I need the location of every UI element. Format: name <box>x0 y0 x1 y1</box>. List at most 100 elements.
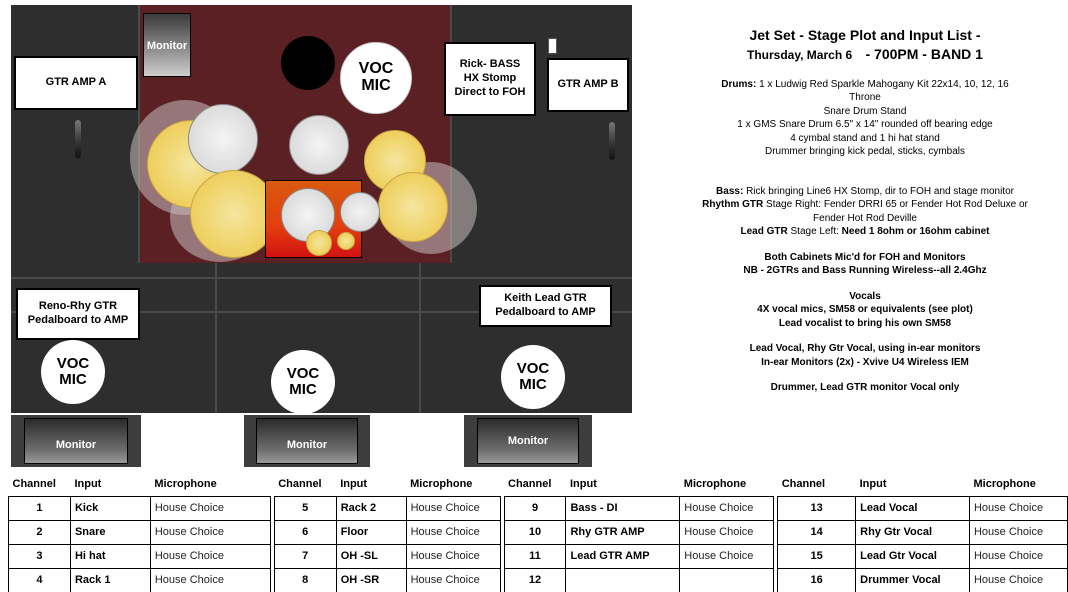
microphone-cell: House Choice <box>405 495 501 521</box>
input-list-table: Channel Input Microphone Channel Input M… <box>8 472 1068 592</box>
vocals-line: Lead vocalist to bring his own SM58 <box>778 317 952 329</box>
stage-grid-line <box>215 263 217 413</box>
header-microphone: Microphone <box>969 472 1068 497</box>
voc-mic-label: VOC MIC <box>358 60 394 94</box>
drums-detail: 1 x GMS Snare Drum 6.5" x 14" rounded of… <box>737 119 993 131</box>
mic-stand-icon <box>75 120 81 158</box>
monitor-label: Monitor <box>55 439 97 451</box>
microphone-cell <box>679 567 775 592</box>
channel-cell: 14 <box>777 519 857 545</box>
gtr-amp-a: GTR AMP A <box>14 56 138 110</box>
reno-pedalboard: Reno-Rhy GTR Pedalboard to AMP <box>16 288 140 340</box>
channel-cell: 10 <box>503 519 567 545</box>
keith-box-label: Keith Lead GTR Pedalboard to AMP <box>495 292 596 318</box>
bass-label: Bass: <box>716 185 744 197</box>
microphone-cell: House Choice <box>149 567 271 592</box>
lead-cabinet-note: Need 1 8ohm or 16ohm cabinet <box>841 226 990 238</box>
voc-mic-stage-right: VOC MIC <box>41 340 105 404</box>
rack-tom-icon <box>289 115 349 175</box>
input-cell: Rack 1 <box>69 567 151 592</box>
keith-pedalboard: Keith Lead GTR Pedalboard to AMP <box>479 285 612 327</box>
channel-cell: 12 <box>503 567 567 592</box>
drums-detail: Drummer bringing kick pedal, sticks, cym… <box>764 146 966 158</box>
info-panel: Jet Set - Stage Plot and Input List - Th… <box>690 26 1040 395</box>
splash-cymbal-icon <box>337 232 355 250</box>
input-cell: Lead Vocal <box>855 495 970 521</box>
iem-line: In-ear Monitors (2x) - Xvive U4 Wireless… <box>761 356 969 368</box>
voc-mic-drummer: VOC MIC <box>340 42 412 114</box>
monitor-label: Monitor <box>146 40 188 52</box>
microphone-cell: House Choice <box>679 495 775 521</box>
gtr-amp-a-label: GTR AMP A <box>45 76 107 89</box>
rack-tom-icon <box>188 104 258 174</box>
page-title: Jet Set - Stage Plot and Input List - <box>749 27 981 43</box>
drum-monitor: Monitor <box>143 13 191 77</box>
microphone-cell: House Choice <box>968 495 1068 521</box>
voc-mic-label: VOC MIC <box>56 355 90 388</box>
bass-box-label: Rick- BASS HX Stomp Direct to FOH <box>454 58 526 98</box>
table-header-row: Channel Input Microphone Channel Input M… <box>8 472 1068 497</box>
stage-grid-line <box>11 311 632 313</box>
vocals-heading: Vocals <box>849 290 881 302</box>
input-cell: Rhy GTR AMP <box>565 519 681 545</box>
input-cell: Rack 2 <box>335 495 407 521</box>
microphone-cell: House Choice <box>149 543 271 569</box>
input-cell: Rhy Gtr Vocal <box>855 519 970 545</box>
microphone-cell: House Choice <box>149 519 271 545</box>
channel-cell: 16 <box>777 567 857 592</box>
input-cell: Hi hat <box>69 543 151 569</box>
drums-detail: Snare Drum Stand <box>823 105 907 117</box>
input-cell: OH -SR <box>335 567 407 592</box>
drums-label: Drums: <box>721 78 757 90</box>
voc-mic-stage-left: VOC MIC <box>501 345 565 409</box>
di-box-icon <box>548 38 557 54</box>
lead-line: Lead GTR Stage Left: Need 1 8ohm or 16oh… <box>690 225 1040 239</box>
channel-cell: 15 <box>777 543 857 569</box>
drums-kit: 1 x Ludwig Red Sparkle Mahogany Kit 22x1… <box>759 78 1009 90</box>
stage-grid-line <box>419 263 421 413</box>
monitor-wedge-left: Monitor <box>24 418 128 464</box>
rhythm-text: Stage Right: Fender DRRI 65 or Fender Ho… <box>766 199 1028 224</box>
input-cell: Lead Gtr Vocal <box>855 543 970 569</box>
microphone-cell: House Choice <box>968 567 1068 592</box>
voc-mic-label: VOC MIC <box>286 365 320 398</box>
header-microphone: Microphone <box>679 472 774 497</box>
microphone-cell: House Choice <box>968 543 1068 569</box>
snare-drum-icon <box>340 192 380 232</box>
channel-cell: 9 <box>503 495 567 521</box>
voc-mic-center: VOC MIC <box>271 350 335 414</box>
event-time-band: - 700PM - BAND 1 <box>865 45 983 62</box>
header-channel: Channel <box>8 472 71 497</box>
lead-label: Lead GTR <box>740 226 788 238</box>
mic-stand-icon <box>609 122 615 160</box>
voc-mic-label: VOC MIC <box>516 360 550 393</box>
channel-cell: 11 <box>503 543 567 569</box>
crash-cymbal-icon <box>378 172 448 242</box>
stage-grid-line <box>450 5 452 263</box>
wireless-line: NB - 2GTRs and Bass Running Wireless--al… <box>743 265 987 277</box>
event-date: Thursday, March 6 <box>747 47 853 62</box>
monitor-label: Monitor <box>507 435 549 447</box>
vocals-line: 4X vocal mics, SM58 or equivalents (see … <box>757 304 973 316</box>
input-cell: Kick <box>69 495 151 521</box>
channel-cell: 13 <box>777 495 857 521</box>
channel-cell: 2 <box>8 519 71 545</box>
header-input: Input <box>855 472 970 497</box>
iem-line: Lead Vocal, Rhy Gtr Vocal, using in-ear … <box>749 343 981 355</box>
drummer-monitor-line: Drummer, Lead GTR monitor Vocal only <box>770 382 960 394</box>
header-input: Input <box>70 472 151 497</box>
rhythm-label: Rhythm GTR <box>702 199 764 211</box>
microphone-cell: House Choice <box>405 519 501 545</box>
lead-text: Stage Left: <box>790 226 839 238</box>
bass-line: Bass: Rick bringing Line6 HX Stomp, dir … <box>690 185 1040 199</box>
drums-detail: Throne <box>849 92 881 104</box>
input-cell: Lead GTR AMP <box>565 543 681 569</box>
header-channel: Channel <box>777 472 856 497</box>
monitor-label: Monitor <box>286 439 328 451</box>
microphone-cell: House Choice <box>405 543 501 569</box>
drums-detail: 4 cymbal stand and 1 hi hat stand <box>790 132 940 144</box>
input-cell: Floor <box>335 519 407 545</box>
